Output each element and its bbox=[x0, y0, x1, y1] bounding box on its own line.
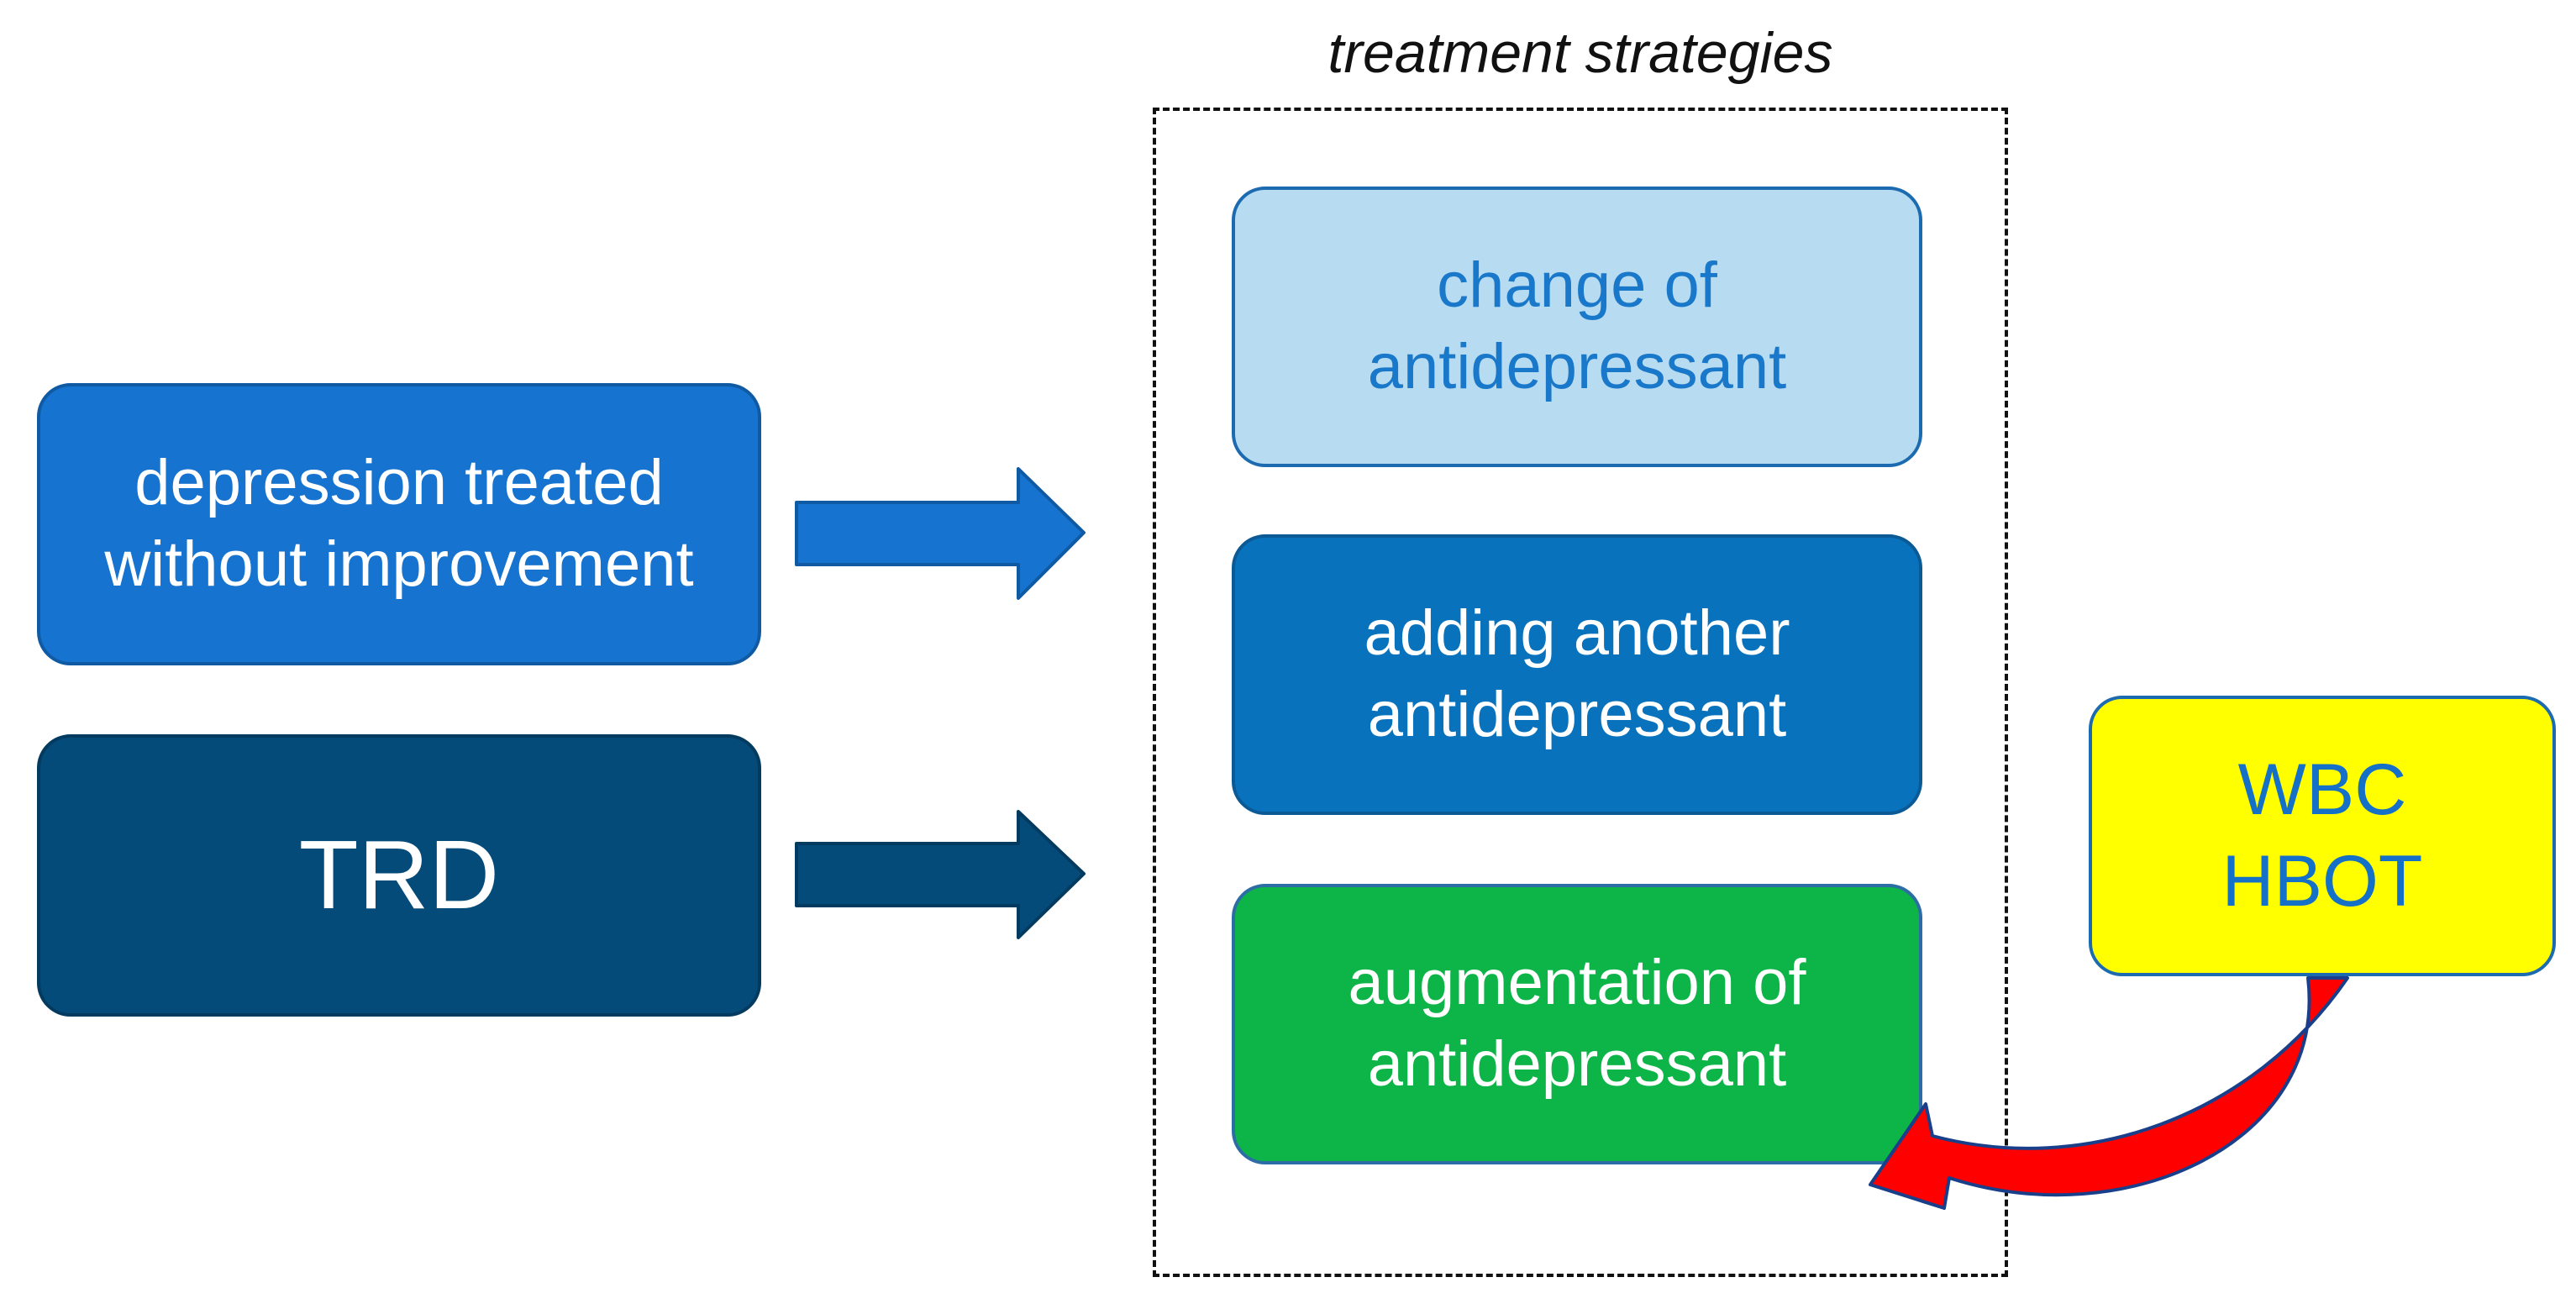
wbc-hbot-box: WBC HBOT bbox=[2089, 696, 2556, 976]
strategies-title: treatment strategies bbox=[1327, 21, 1833, 85]
adding-antidepressant-box: adding another antidepressant bbox=[1232, 534, 1922, 815]
trd-box: TRD bbox=[37, 734, 761, 1017]
change-antidepressant-label: change of antidepressant bbox=[1367, 250, 1787, 402]
augmentation-antidepressant-label: augmentation of antidepressant bbox=[1348, 947, 1806, 1100]
strategies-dashed-frame bbox=[1153, 108, 2008, 1277]
depression-treated-box: depression treated without improvement bbox=[37, 383, 761, 665]
curved-red-arrow bbox=[1869, 976, 2349, 1210]
change-antidepressant-box: change of antidepressant bbox=[1232, 187, 1922, 467]
depression-treated-label: depression treated without improvement bbox=[104, 447, 694, 600]
augmentation-antidepressant-box: augmentation of antidepressant bbox=[1232, 884, 1922, 1164]
adding-antidepressant-label: adding another antidepressant bbox=[1364, 597, 1790, 750]
right-arrow-trd bbox=[795, 810, 1086, 939]
right-arrow-depression bbox=[795, 467, 1086, 600]
wbc-hbot-label: WBC HBOT bbox=[2221, 749, 2423, 922]
trd-label: TRD bbox=[298, 820, 500, 930]
